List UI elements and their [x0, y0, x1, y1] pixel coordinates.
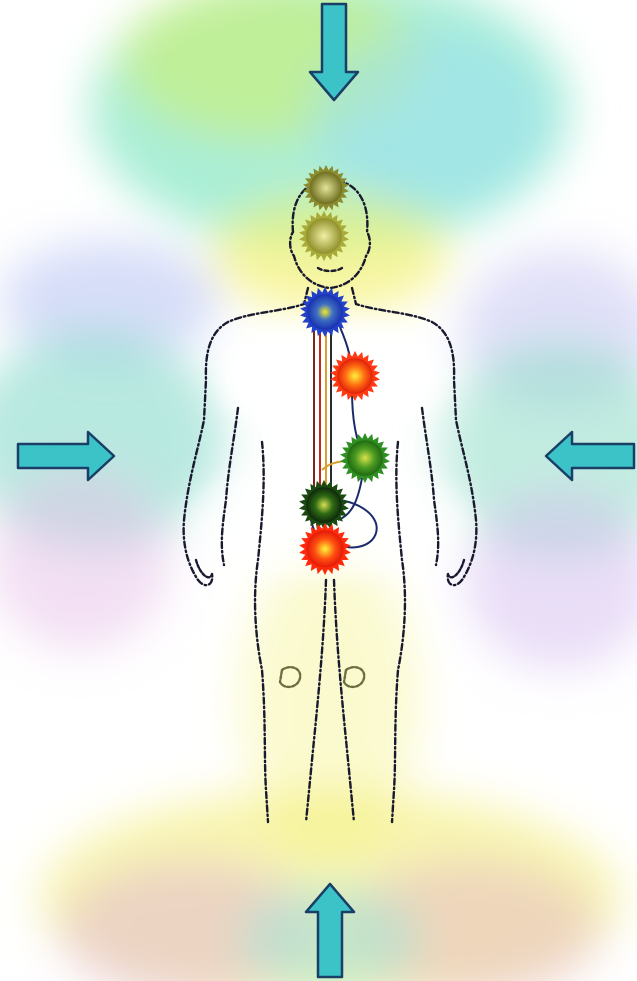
- left-hand-outline: [196, 560, 212, 577]
- right-hand-outline: [448, 560, 464, 577]
